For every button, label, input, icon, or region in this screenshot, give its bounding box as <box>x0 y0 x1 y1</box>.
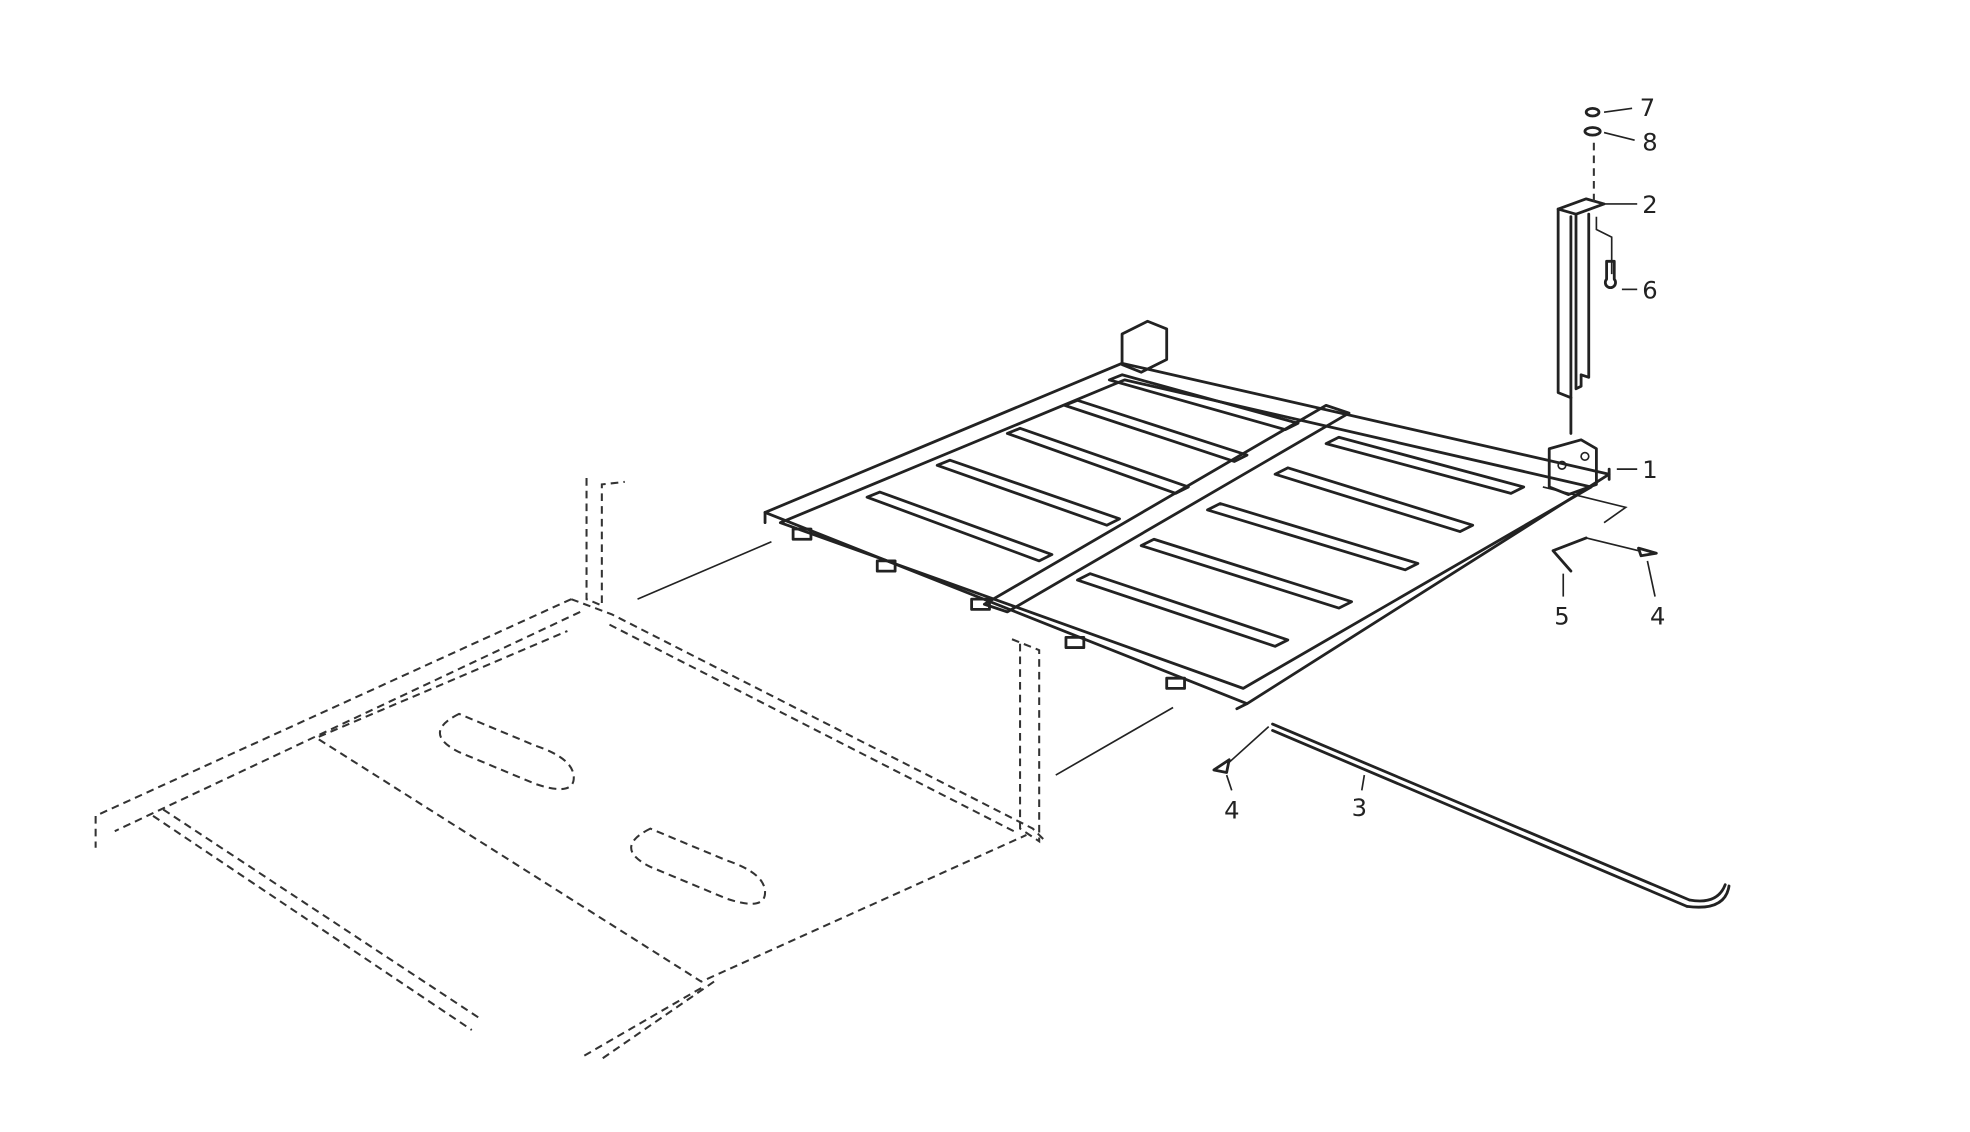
callout-4b: 4 <box>1224 796 1239 824</box>
mounting-tabs <box>791 527 1186 690</box>
callout-8: 8 <box>1642 128 1657 156</box>
callout-2: 2 <box>1642 191 1657 219</box>
left-rungs <box>865 373 1300 563</box>
callout-6: 6 <box>1642 276 1657 304</box>
callout-3: 3 <box>1352 794 1367 822</box>
rod <box>1271 722 1731 909</box>
callout-5: 5 <box>1554 603 1569 631</box>
vertical-post <box>1556 106 1617 435</box>
clip-left <box>1212 758 1231 774</box>
callout-4a: 4 <box>1650 603 1665 631</box>
callout-1: 1 <box>1642 456 1657 484</box>
l-pin <box>1551 536 1588 573</box>
clip-right <box>1637 546 1658 558</box>
leader-lines <box>1225 107 1656 791</box>
lower-assembly-phantom <box>94 478 1174 1062</box>
platform-frame <box>763 319 1628 711</box>
right-rungs <box>1076 435 1526 648</box>
callout-7: 7 <box>1640 94 1655 122</box>
